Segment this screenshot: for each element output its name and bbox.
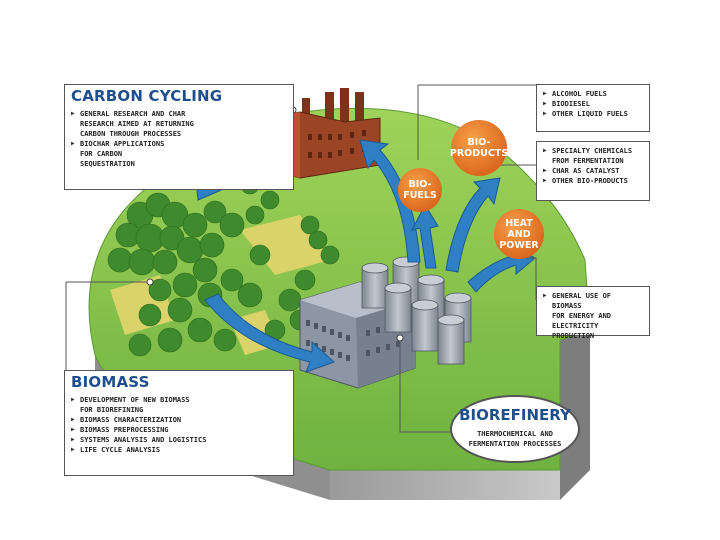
biofuels-circle	[398, 168, 442, 212]
bioproducts-circle	[451, 120, 507, 176]
list-item: Biomass characterization	[71, 415, 287, 425]
bioproducts-list: Specialty chemicals from fermentation Ch…	[537, 146, 649, 190]
biomass-box: Biomass Development of new biomass for b…	[64, 370, 294, 476]
list-item: Life cycle analysis	[71, 445, 287, 455]
biorefinery-line2: fermentation processes	[468, 440, 562, 448]
list-item: for energy and	[552, 312, 612, 320]
list-item: Other liquid fuels	[543, 109, 643, 119]
list-item: Biomass preprocessing	[71, 425, 287, 435]
list-item: sequestration	[80, 160, 135, 168]
carbon-cycling-list: General research and char research aimed…	[65, 109, 293, 173]
carbon-cycling-title: Carbon Cycling	[71, 87, 223, 105]
list-item: Biochar applications	[71, 139, 287, 149]
biomass-list: Development of new biomass for biorefini…	[65, 395, 293, 459]
list-item: electricity production	[552, 322, 599, 340]
arrow-to-bioproducts	[445, 177, 501, 273]
biofuels-list: Alcohol fuels Biodiesel Other liquid fue…	[537, 89, 649, 123]
biorefinery-title: Biorefinery	[459, 406, 571, 424]
list-item: for biorefining	[80, 406, 144, 414]
list-item: Development of new biomass	[71, 395, 287, 405]
biomass-title: Biomass	[71, 373, 150, 391]
arrow-forest-to-refinery	[204, 293, 335, 373]
list-item: Char as catalyst	[543, 166, 643, 176]
arrow-refinery-to-factory	[359, 139, 421, 263]
bioproducts-box: Specialty chemicals from fermentation Ch…	[536, 141, 650, 201]
biorefinery-ellipse	[450, 395, 580, 463]
heat-power-circle	[494, 209, 544, 259]
list-item: Biodiesel	[543, 99, 643, 109]
arrow-to-biofuels	[411, 203, 439, 269]
list-item: General research and char	[71, 109, 287, 119]
list-item: Other bio-products	[543, 176, 643, 186]
list-item: research aimed at returning	[80, 120, 194, 128]
list-item: Specialty chemicals	[543, 146, 643, 156]
list-item: Systems analysis and logistics	[71, 435, 287, 445]
heat-power-label: Heat and Power	[499, 217, 539, 251]
biofuels-label: Bio-Fuels	[403, 179, 437, 201]
storage-tanks	[361, 256, 472, 365]
heat-power-list: General use of biomass for energy and el…	[537, 291, 649, 345]
heat-power-box: General use of biomass for energy and el…	[536, 286, 650, 340]
list-item: for carbon	[80, 150, 123, 158]
list-item: Alcohol fuels	[543, 89, 643, 99]
carbon-cycling-box: Carbon Cycling General research and char…	[64, 84, 294, 190]
list-item: General use of biomass	[543, 291, 643, 311]
bioproducts-label: Bio- Products	[449, 137, 509, 159]
biorefinery-line1: Thermochemical and	[477, 430, 553, 438]
list-item: from fermentation	[552, 157, 624, 165]
biofuels-box: Alcohol fuels Biodiesel Other liquid fue…	[536, 84, 650, 132]
list-item: carbon through processes	[80, 130, 182, 138]
